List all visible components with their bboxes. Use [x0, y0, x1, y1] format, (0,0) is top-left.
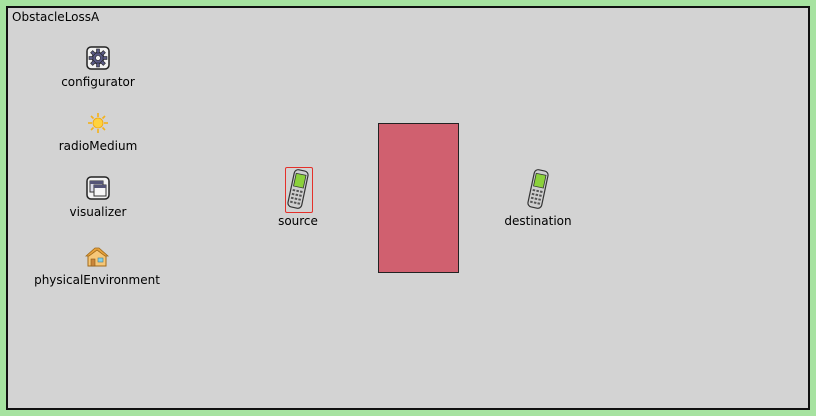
gear-icon: [86, 46, 110, 74]
cellphone-icon: [527, 169, 549, 213]
source-node[interactable]: source: [268, 169, 328, 228]
physical-environment-label: physicalEnvironment: [34, 273, 160, 287]
visualizer-module[interactable]: visualizer: [48, 176, 148, 219]
selection-highlight: [285, 167, 313, 213]
physical-environment-module[interactable]: physicalEnvironment: [32, 246, 162, 287]
source-label: source: [278, 214, 318, 228]
configurator-label: configurator: [61, 75, 135, 89]
house-icon: [84, 246, 110, 272]
visualizer-label: visualizer: [69, 205, 127, 219]
destination-node[interactable]: destination: [498, 169, 578, 228]
sun-icon: [87, 112, 109, 138]
network-canvas[interactable]: ObstacleLossA configurator: [6, 6, 810, 410]
configurator-module[interactable]: configurator: [48, 46, 148, 89]
cellphone-icon: [287, 169, 309, 213]
radio-medium-label: radioMedium: [58, 139, 138, 153]
destination-label: destination: [504, 214, 572, 228]
window-icon: [86, 176, 110, 204]
obstacle-rectangle[interactable]: [378, 123, 459, 273]
radio-medium-module[interactable]: radioMedium: [48, 112, 148, 153]
network-title: ObstacleLossA: [12, 10, 100, 24]
